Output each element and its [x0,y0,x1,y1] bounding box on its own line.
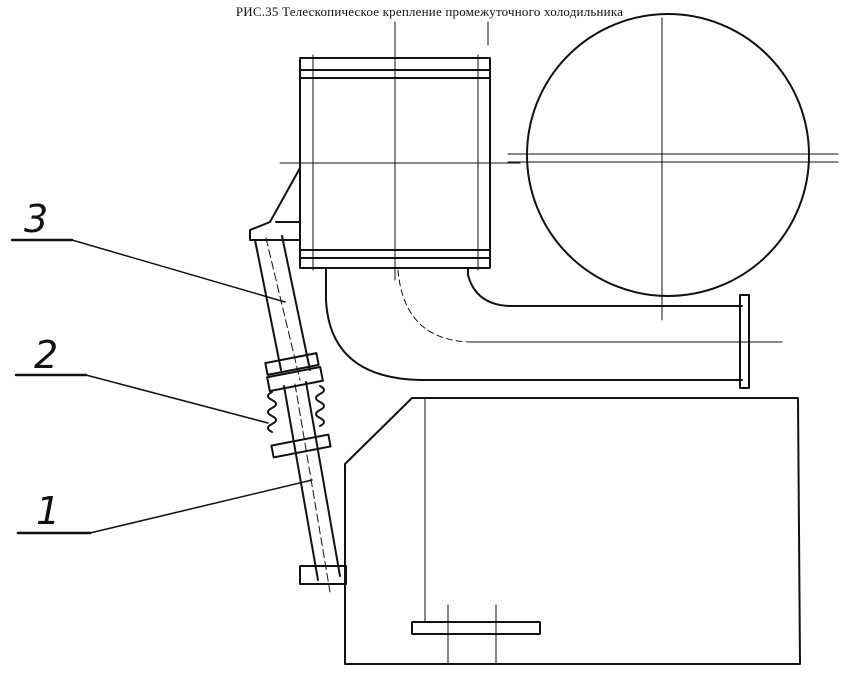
base-housing [344,397,801,665]
figure-caption: РИС.35 Телескопическое крепление промежу… [235,4,624,19]
callout-label-2: 2 [34,333,59,377]
cylindrical-tank [526,13,810,297]
telescopic-support [249,167,347,593]
center-lines [279,17,839,343]
callout-label-3: 3 [24,197,49,241]
leader-lines [10,238,313,535]
callout-label-1: 1 [36,489,61,533]
connecting-pipes [325,267,750,389]
